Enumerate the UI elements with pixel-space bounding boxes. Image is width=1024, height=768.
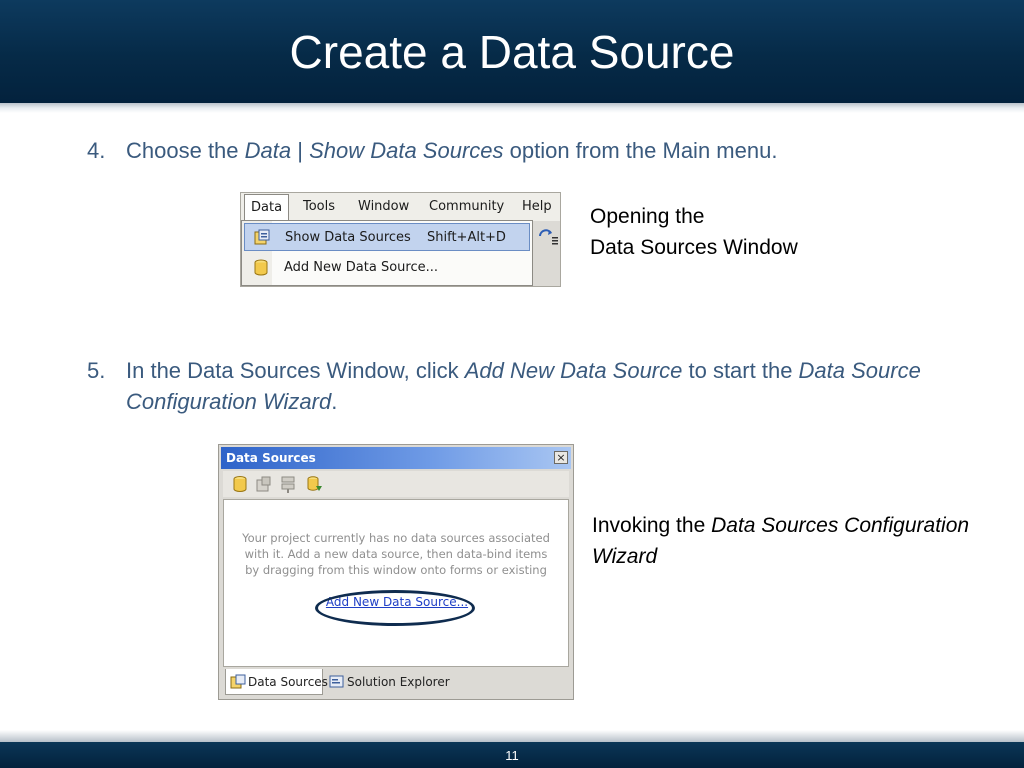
menu-item-label: Show Data Sources [285, 230, 411, 245]
step-number: 5. [87, 358, 106, 383]
annotation-ring [315, 590, 475, 626]
tab-solution-explorer[interactable]: Solution Explorer [325, 669, 455, 695]
page-number: 11 [505, 748, 519, 763]
close-icon[interactable]: × [554, 451, 568, 464]
data-sources-window: Data Sources × Your project currently ha… [218, 444, 574, 700]
menu-item-community[interactable]: Community [429, 199, 505, 214]
wizard-name-text: Data Source Configuration Wizard [126, 358, 921, 414]
caption-opening: Opening the Data Sources Window [590, 205, 798, 259]
slide-footer [0, 742, 1024, 768]
window-title: Data Sources [226, 451, 316, 465]
data-sources-tab-icon [230, 674, 246, 689]
add-new-data-source-text: Add New Data Source [464, 358, 683, 383]
step-4: 4. Choose the Data | Show Data Sources o… [87, 135, 987, 167]
add-data-source-icon[interactable] [231, 474, 249, 494]
window-toolbar [223, 471, 569, 497]
menu-item-tools[interactable]: Tools [303, 199, 336, 214]
menu-item-data[interactable]: Data [244, 194, 290, 220]
menu-item-shortcut: Shift+Alt+D [427, 230, 506, 245]
solution-explorer-icon [329, 675, 344, 688]
menu-path-data: Data [244, 138, 292, 163]
step-number: 4. [87, 138, 106, 163]
edit-dataset-icon[interactable] [255, 474, 273, 494]
header-shadow [0, 103, 1024, 113]
menu-path-show-data-sources: Show Data Sources [309, 138, 504, 163]
database-add-icon [254, 259, 268, 276]
menu-item-label: Add New Data Source... [284, 260, 439, 275]
tab-data-sources[interactable]: Data Sources [225, 669, 328, 695]
step-5: 5. In the Data Sources Window, click Add… [87, 355, 987, 419]
slide-header [0, 0, 1024, 103]
empty-state-message: Your project currently has no data sourc… [242, 531, 550, 577]
window-titlebar: Data Sources × [221, 447, 571, 469]
menu-bar: Data Tools Window Community Help [241, 193, 560, 221]
configure-dataset-icon[interactable] [279, 474, 297, 494]
menu-add-new-data-source[interactable]: Add New Data Source... [244, 254, 530, 282]
data-sources-icon [254, 229, 270, 245]
window-content: Your project currently has no data sourc… [223, 499, 569, 667]
step-text: In the Data Sources Window, click Add Ne… [126, 358, 921, 414]
caption-invoking: Invoking the Data Sources Configuration … [592, 514, 970, 568]
menu-item-help[interactable]: Help [522, 199, 552, 214]
data-dropdown-menu: Show Data Sources Shift+Alt+D Add New Da… [241, 220, 533, 286]
menu-item-window[interactable]: Window [358, 199, 410, 214]
footer-shadow [0, 730, 1024, 742]
menu-screenshot: Data Tools Window Community Help Show Da… [240, 192, 561, 287]
window-tabs: Data Sources Solution Explorer [223, 669, 569, 697]
toolbar-arrow-icon [539, 229, 558, 245]
menu-show-data-sources[interactable]: Show Data Sources Shift+Alt+D [244, 223, 530, 251]
slide-title: Create a Data Source [289, 26, 735, 78]
step-text: Choose the Data | Show Data Sources opti… [126, 138, 778, 163]
refresh-data-source-icon[interactable] [305, 474, 323, 494]
